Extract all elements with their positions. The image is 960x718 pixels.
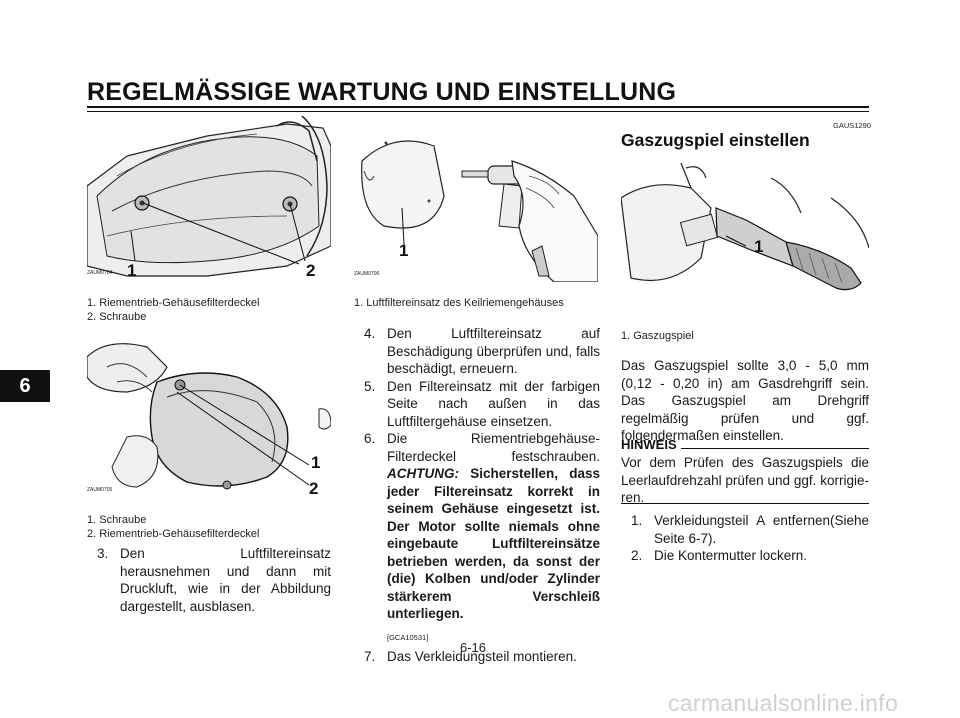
caption-line: 1. Schraube bbox=[87, 514, 147, 526]
step-number: 5. bbox=[364, 378, 376, 394]
warning-code: [GCA10531] bbox=[387, 632, 429, 642]
step-5: 5. Den Filtereinsatz mit der farbigen Se… bbox=[364, 378, 600, 431]
step-text: Den Luftfiltereinsatz herausnehmen und d… bbox=[120, 546, 331, 614]
step-text: Den Luftfiltereinsatz auf Beschädigung ü… bbox=[387, 326, 600, 376]
step-text: Verkleidungsteil A entfernen(Siehe Seite… bbox=[654, 513, 869, 546]
figure-caption: 1. Riementrieb-Gehäusefilterdeckel 2. Sc… bbox=[87, 296, 259, 324]
figure-code: ZAUM0705 bbox=[87, 487, 113, 493]
section-code: GAUS1290 bbox=[833, 121, 871, 130]
figure-belt-housing-screws: ZAUM0705 1 2 bbox=[87, 337, 331, 497]
hinweis-rule bbox=[680, 448, 869, 449]
callout-2: 2 bbox=[309, 479, 319, 497]
figure-caption: 1. Luftfiltereinsatz des Keilriemengehäu… bbox=[354, 296, 564, 310]
column-1-steps: 3. Den Luftfiltereinsatz herausnehmen un… bbox=[97, 545, 331, 615]
hinweis-label: HINWEIS bbox=[621, 437, 677, 452]
header-rule bbox=[87, 106, 869, 108]
section-paragraph: Das Gaszugspiel sollte 3,0 - 5,0 mm (0,1… bbox=[621, 358, 869, 443]
caption-line: 1. Luftfiltereinsatz des Keilriemengehäu… bbox=[354, 297, 564, 309]
step-number: 7. bbox=[364, 649, 376, 664]
step-6: 6. Die Riementriebgehäuse-Filterdeckel f… bbox=[364, 430, 600, 648]
callout-1: 1 bbox=[127, 261, 137, 280]
caption-line: 1. Gaszugspiel bbox=[621, 330, 694, 342]
callout-1: 1 bbox=[311, 453, 321, 472]
figure-caption: 1. Gaszugspiel bbox=[621, 329, 694, 343]
step-7: 7. Das Verkleidungsteil montieren. bbox=[364, 648, 600, 666]
caption-line: 2. Schraube bbox=[87, 311, 147, 323]
step-number: 3. bbox=[97, 546, 109, 561]
figure-caption: 1. Schraube 2. Riementrieb-Gehäusefilter… bbox=[87, 513, 259, 541]
column-2-steps: 4. Den Luftfiltereinsatz auf Beschädigun… bbox=[364, 325, 600, 666]
step-2: 2. Die Kontermutter lockern. bbox=[631, 547, 869, 565]
page-number: 6-16 bbox=[460, 640, 487, 655]
step-number: 6. bbox=[364, 431, 376, 446]
step-text: Das Verkleidungsteil montieren. bbox=[387, 649, 577, 664]
step-4: 4. Den Luftfiltereinsatz auf Beschädigun… bbox=[364, 325, 600, 378]
step-number: 2. bbox=[631, 548, 643, 563]
callout-1: 1 bbox=[754, 237, 764, 256]
column-3-steps: 1. Verkleidungsteil A entfernen(Siehe Se… bbox=[631, 512, 869, 565]
figure-air-filter-blowout: ZAUM0706 1 bbox=[354, 116, 598, 282]
step-text: Den Filtereinsatz mit der farbigen Seite… bbox=[387, 378, 600, 429]
step-text-main: Die Riementriebgehäuse-Filterdeckel fest… bbox=[387, 431, 600, 464]
watermark: carmanualsonline.info bbox=[668, 690, 899, 716]
callout-2: 2 bbox=[306, 261, 316, 280]
step-number: 4. bbox=[364, 326, 376, 341]
hinweis-heading: HINWEIS bbox=[621, 437, 869, 452]
callout-1: 1 bbox=[399, 241, 409, 260]
warning-text: Sichers­tellen, dass jeder Filtereinsatz… bbox=[387, 466, 600, 621]
figure-belt-housing-cover: ZAUM0704 1 2 bbox=[87, 116, 331, 282]
figure-code: ZAUM0706 bbox=[354, 271, 380, 277]
hinweis-text: Vor dem Prüfen des Gaszugspiels die Leer… bbox=[621, 455, 869, 505]
warning-label: ACHTUNG: bbox=[387, 466, 459, 481]
section-title: Gaszugspiel einstellen bbox=[621, 130, 810, 150]
header-rule-thin bbox=[87, 111, 869, 112]
chapter-tab: 6 bbox=[0, 370, 50, 402]
step-number: 1. bbox=[631, 513, 643, 528]
step-text: Die Riementriebgehäuse-Filterdeckel fest… bbox=[387, 430, 600, 648]
caption-line: 1. Riementrieb-Gehäusefilterdeckel bbox=[87, 297, 260, 309]
step-1: 1. Verkleidungsteil A entfernen(Siehe Se… bbox=[631, 512, 869, 547]
figure-throttle-grip: 1 bbox=[621, 158, 869, 306]
figure-code: ZAUM0704 bbox=[87, 270, 113, 276]
caption-line: 2. Riementrieb-Gehäusefilterdeckel bbox=[87, 528, 260, 540]
step-3: 3. Den Luftfiltereinsatz herausnehmen un… bbox=[97, 545, 331, 615]
hinweis-end-rule bbox=[621, 503, 869, 504]
page-title: REGELMÄSSIGE WARTUNG UND EINSTELLUNG bbox=[87, 78, 677, 106]
step-text: Die Kontermutter lockern. bbox=[654, 548, 808, 563]
